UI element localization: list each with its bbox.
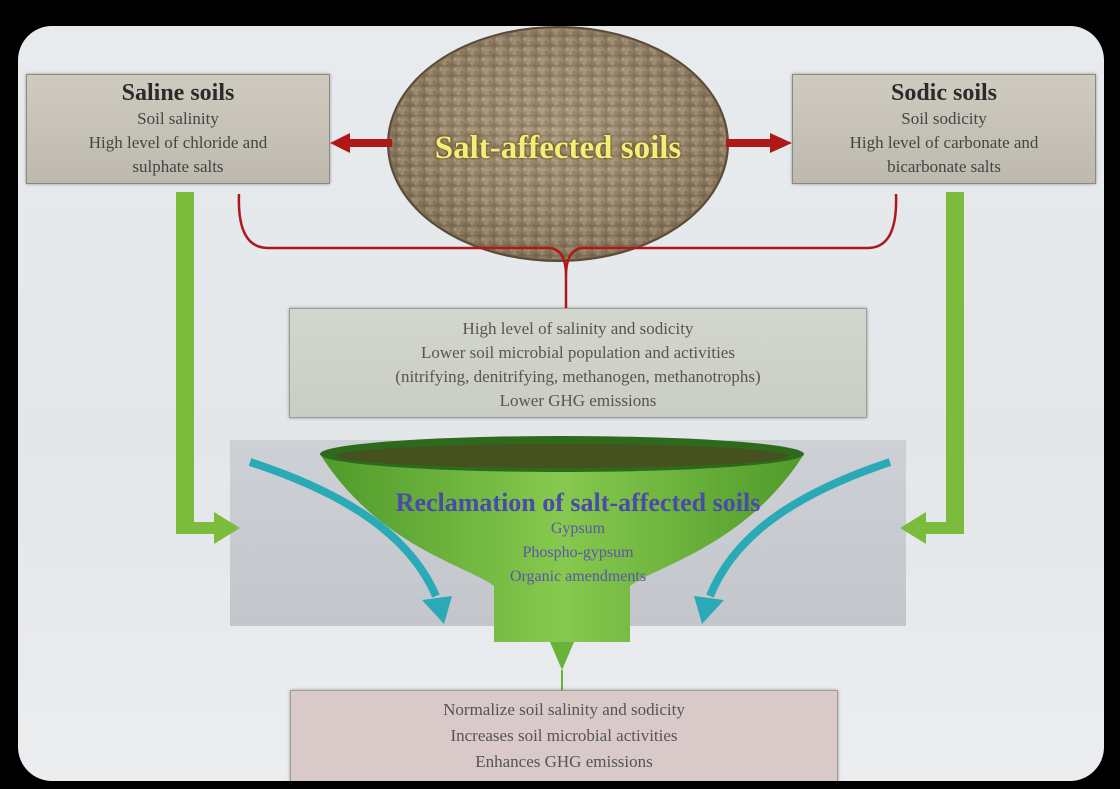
reclamation-item-gypsum: Gypsum xyxy=(550,520,606,537)
sodic-line: Soil sodicity xyxy=(901,109,987,128)
green-arrow-left xyxy=(176,192,240,544)
reclamation-item-organic-amendments: Organic amendments xyxy=(509,568,647,585)
reclamation-title: Reclamation of salt-affected soils xyxy=(395,488,761,517)
effects-box: High level of salinity and sodicity Lowe… xyxy=(289,308,867,418)
red-arrow-right xyxy=(726,133,792,153)
teal-arrow-left xyxy=(248,458,452,624)
red-bracket-connector xyxy=(237,193,898,308)
outcome-box: Normalize soil salinity and sodicity Inc… xyxy=(290,690,838,781)
effects-line: Lower GHG emissions xyxy=(499,391,657,410)
outcome-line: Increases soil microbial activities xyxy=(450,726,678,745)
funnel xyxy=(320,436,804,690)
outcome-line: Enhances GHG emissions xyxy=(475,752,653,771)
effects-line: Lower soil microbial population and acti… xyxy=(421,343,735,362)
saline-soils-box: Saline soils Soil salinity High level of… xyxy=(26,74,330,184)
saline-line: High level of chloride and xyxy=(88,133,268,152)
soil-photo-texture xyxy=(390,29,726,259)
teal-arrow-right xyxy=(694,458,892,624)
green-arrow-right xyxy=(900,192,964,544)
outcome-line: Normalize soil salinity and sodicity xyxy=(443,700,685,719)
red-arrow-left xyxy=(330,133,392,153)
effects-line: High level of salinity and sodicity xyxy=(462,319,694,338)
diagram-graphics xyxy=(176,26,964,690)
sodic-line: bicarbonate salts xyxy=(887,157,1001,176)
saline-line: Soil salinity xyxy=(137,109,219,128)
saline-line: sulphate salts xyxy=(132,157,224,176)
saline-soils-title: Saline soils xyxy=(121,80,235,106)
sodic-soils-title: Sodic soils xyxy=(890,80,998,106)
effects-line: (nitrifying, denitrifying, methanogen, m… xyxy=(395,367,761,386)
salt-affected-soils-title: Salt-affected soils xyxy=(434,130,682,166)
sodic-line: High level of carbonate and xyxy=(849,133,1039,152)
sodic-soils-box: Sodic soils Soil sodicity High level of … xyxy=(792,74,1096,184)
diagram-frame: Saline soils Soil salinity High level of… xyxy=(18,26,1104,781)
reclamation-item-phospho-gypsum: Phospho-gypsum xyxy=(522,544,634,561)
